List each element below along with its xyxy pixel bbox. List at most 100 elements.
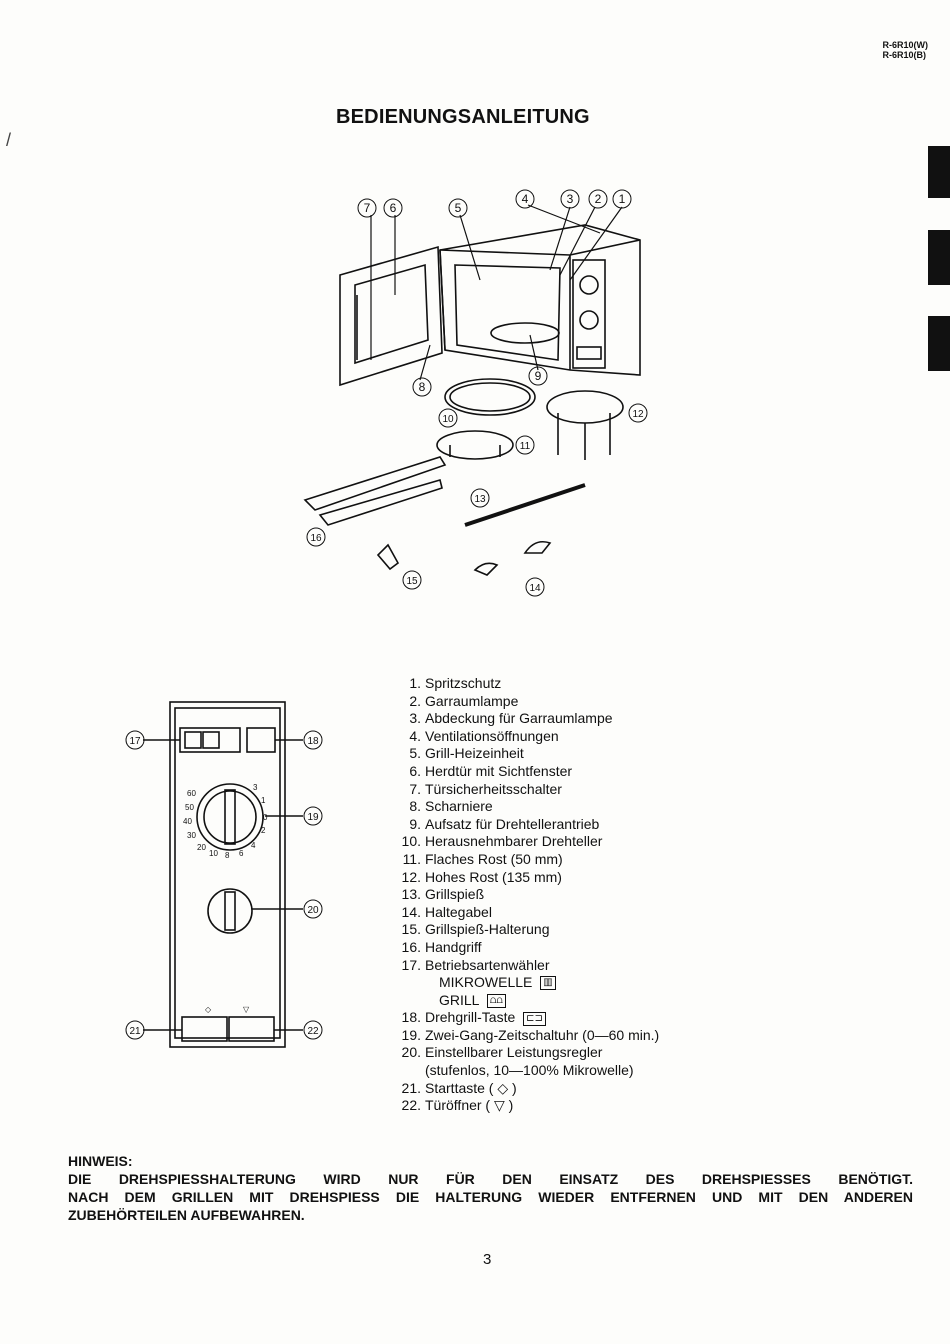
callout-6: 6: [390, 201, 397, 215]
low-rack: [436, 430, 514, 460]
callout-12: 12: [632, 409, 644, 420]
list-item: 14.Haltegabel: [401, 903, 492, 920]
fork-a: [473, 562, 499, 576]
svg-text:0: 0: [263, 813, 268, 822]
section-tab-2: [928, 230, 950, 285]
list-item: 19.Zwei-Gang-Zeitschaltuhr (0—60 min.): [401, 1026, 660, 1043]
timer-dial: [196, 783, 264, 851]
note-line: DIE DREHSPIESSHALTERUNG WIRD NUR FÜR DEN…: [68, 1171, 913, 1187]
grill-spit: [464, 483, 586, 527]
callout-2: 2: [595, 192, 602, 206]
fork-b: [523, 540, 552, 554]
list-item: 4.Ventilationsöffnungen: [409, 727, 559, 744]
page-title: BEDIENUNGSANLEITUNG: [336, 106, 590, 128]
callout-15: 15: [406, 576, 418, 587]
svg-text:8: 8: [225, 851, 230, 860]
list-item: 21.Starttaste ( ◇ ): [401, 1079, 517, 1096]
note-heading: HINWEIS:: [68, 1153, 133, 1169]
callout-5: 5: [455, 201, 462, 215]
callout-8: 8: [419, 380, 426, 394]
list-item: 1.Spritzschutz: [409, 675, 502, 691]
model-code-black: R-6R10(B): [882, 50, 926, 60]
callout-1: 1: [619, 192, 626, 206]
callout-14: 14: [529, 583, 541, 594]
section-tab-1: [928, 146, 950, 198]
list-item: 12.Hohes Rost (135 mm): [401, 868, 562, 885]
oven-cavity: [454, 264, 561, 361]
callout-22: 22: [307, 1026, 319, 1037]
section-tab-3: [928, 316, 950, 371]
door-open-icon: ▽: [490, 1097, 509, 1114]
microwave-illustration: 7 6 5 4 3 2 1 8 9 10 11 12 13 14 15 16: [303, 189, 648, 597]
list-item: 6.Herdtür mit Sichtfenster: [409, 762, 573, 779]
timer-knob: [579, 275, 599, 295]
rotisserie-icon: ⊏⊐: [523, 1011, 546, 1026]
spit-holder: [376, 543, 400, 571]
door-open-button: [228, 1016, 275, 1042]
power-knob: [579, 310, 599, 330]
note-line: NACH DEM GRILLEN MIT DREHSPIESS DIE HALT…: [68, 1189, 913, 1205]
list-item: GRILL ⩍⩍: [395, 992, 659, 1010]
note-block: HINWEIS: DIE DREHSPIESSHALTERUNG WIRD NU…: [68, 1152, 913, 1224]
callout-7: 7: [364, 201, 371, 215]
note-line: ZUBEHÖRTEILEN AUFBEWAHREN.: [68, 1207, 305, 1223]
callout-19: 19: [307, 812, 319, 823]
callout-4: 4: [522, 192, 529, 206]
svg-text:50: 50: [185, 803, 194, 812]
list-item: 16.Handgriff: [401, 938, 482, 955]
list-item: 2.Garraumlampe: [409, 692, 519, 709]
callout-9: 9: [535, 369, 542, 383]
svg-text:4: 4: [251, 841, 256, 850]
svg-text:40: 40: [183, 817, 192, 826]
list-item: 5.Grill-Heizeinheit: [409, 745, 524, 762]
list-item: 9.Aufsatz für Drehtellerantrieb: [409, 815, 600, 832]
rotisserie-button: [246, 727, 276, 753]
margin-mark: /: [6, 130, 12, 150]
oven-door: [339, 245, 443, 387]
parts-list: 1.Spritzschutz 2.Garraumlampe 3.Abdeckun…: [395, 675, 660, 1115]
list-item: 15.Grillspieß-Halterung: [401, 921, 550, 938]
svg-text:◇: ◇: [205, 1005, 212, 1014]
list-item: 13.Grillspieß: [401, 886, 485, 903]
callout-10: 10: [442, 414, 454, 425]
grill-mode-icon: ⩍⩍: [486, 993, 506, 1008]
list-item: 11.Flaches Rost (50 mm): [402, 850, 563, 867]
list-item: 20.Einstellbarer Leistungsregler: [401, 1044, 603, 1061]
list-item: 10.Herausnehmbarer Drehteller: [401, 833, 603, 850]
svg-text:3: 3: [253, 783, 258, 792]
svg-text:6: 6: [239, 849, 244, 858]
svg-text:2: 2: [261, 826, 266, 835]
start-button: [181, 1016, 228, 1042]
svg-text:1: 1: [261, 796, 266, 805]
model-code-white: R-6R10(W): [882, 40, 928, 50]
callout-3: 3: [567, 192, 574, 206]
callout-17: 17: [129, 736, 141, 747]
callout-13: 13: [474, 494, 486, 505]
svg-text:20: 20: [197, 843, 206, 852]
list-item: 3.Abdeckung für Garraumlampe: [409, 710, 613, 727]
list-item: (stufenlos, 10—100% Mikrowelle): [425, 1062, 634, 1079]
list-item: 17.Betriebsartenwähler: [401, 956, 550, 973]
callout-20: 20: [307, 905, 319, 916]
svg-text:10: 10: [209, 849, 218, 858]
list-item: 8.Scharniere: [409, 798, 493, 815]
model-codes: R-6R10(W) R-6R10(B): [882, 40, 928, 60]
start-icon: ◇: [493, 1079, 513, 1096]
microwave-mode-icon: ▥: [540, 976, 556, 991]
svg-text:30: 30: [187, 831, 196, 840]
list-item: 18.Drehgrill-Taste ⊏⊐: [395, 1009, 659, 1027]
list-item: 22.Türöffner ( ▽ ): [401, 1097, 514, 1114]
svg-text:60: 60: [187, 789, 196, 798]
svg-text:▽: ▽: [243, 1005, 250, 1014]
handgrip: [303, 456, 447, 511]
page-number: 3: [483, 1251, 492, 1268]
callout-16: 16: [310, 533, 322, 544]
panel-frame: [169, 701, 286, 1048]
callout-11: 11: [520, 441, 531, 452]
power-dial: [207, 888, 253, 934]
callout-18: 18: [307, 736, 319, 747]
turntable-tray: [444, 378, 536, 416]
list-item: 7.Türsicherheitsschalter: [409, 780, 562, 797]
list-item: MIKROWELLE ▥: [395, 974, 659, 992]
